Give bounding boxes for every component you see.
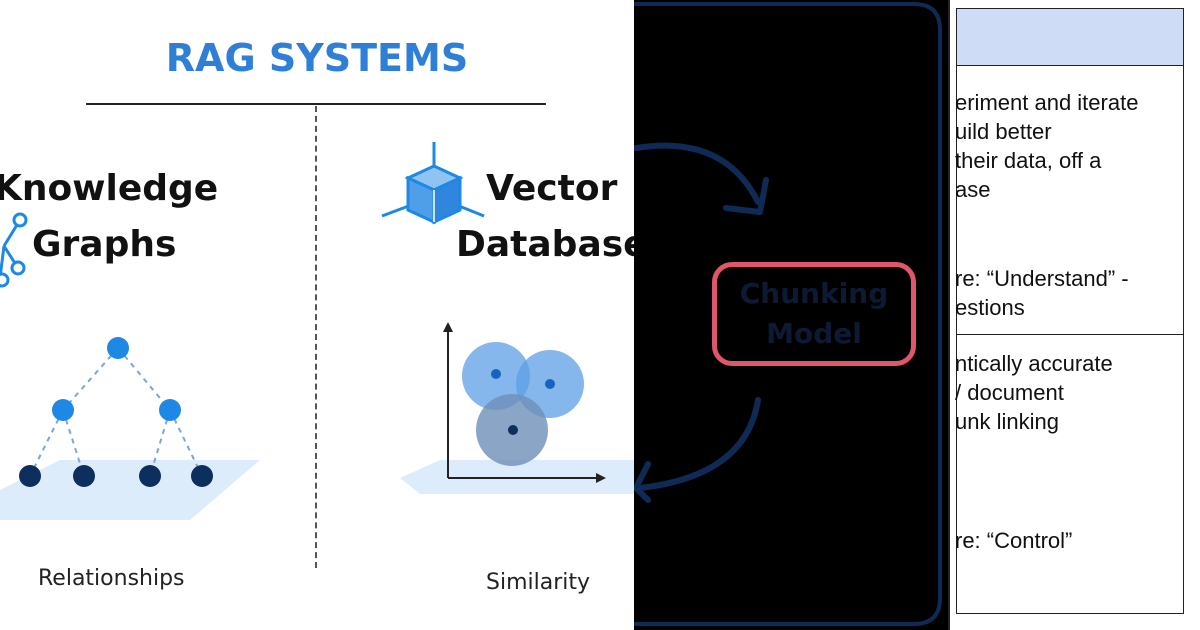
vector-similarity-diagram — [400, 322, 634, 494]
knowledge-graph-icon — [0, 212, 28, 288]
table-cell-text: re: “Understand” - — [955, 266, 1129, 291]
dashed-divider — [315, 106, 317, 568]
tree-diagram — [0, 337, 260, 520]
tree-mid-node — [159, 399, 181, 421]
panel-edge — [948, 0, 950, 630]
knowledge-graphs-heading-line1: Knowledge — [0, 168, 219, 209]
tree-mid-node — [52, 399, 74, 421]
flow-arrow-bottom — [634, 397, 761, 503]
tree-leaf-node — [191, 465, 213, 487]
rag-systems-panel: RAG SYSTEMS Knowledge Graphs Relationshi… — [0, 36, 634, 595]
vector-cube-icon — [381, 142, 485, 225]
tree-leaf-node — [19, 465, 41, 487]
chunking-model-panel: Chunking Model — [634, 0, 948, 630]
table-cell-text: ase — [955, 177, 991, 202]
table-row: eriment and iterate uild better their da… — [955, 66, 1183, 335]
page-title: RAG SYSTEMS — [165, 36, 469, 80]
chunking-model-box: Chunking Model — [712, 262, 916, 366]
table-cell-text: eriment and iterate — [955, 90, 1139, 115]
table-header — [957, 9, 1183, 66]
tree-base-plane — [0, 460, 260, 520]
vector-database-heading-line2: Database — [456, 224, 634, 265]
table-cell-text: their data, off a — [955, 148, 1102, 173]
table-row: ntically accurate / document unk linking… — [955, 335, 1183, 613]
tree-leaf-node — [73, 465, 95, 487]
table-cell-text: uild better — [955, 119, 1052, 144]
chunking-model-label-line2: Model — [766, 317, 862, 350]
vector-point — [545, 379, 555, 389]
table-cell-text: unk linking — [955, 409, 1059, 434]
flow-arrow-top — [634, 142, 769, 215]
comparison-table: eriment and iterate uild better their da… — [955, 8, 1184, 614]
table-cell-text: / document — [955, 380, 1064, 405]
chunking-model-label-line1: Chunking — [739, 277, 889, 310]
tree-root-node — [107, 337, 129, 359]
outer-frame — [634, 2, 942, 626]
knowledge-graphs-heading-line2: Graphs — [32, 224, 177, 265]
title-underline — [86, 103, 546, 105]
knowledge-graphs-caption: Relationships — [38, 566, 185, 591]
vector-point — [491, 369, 501, 379]
table-cell-text: re: “Control” — [955, 528, 1073, 553]
vector-database-caption: Similarity — [486, 570, 591, 595]
table-cell-text: ntically accurate — [955, 351, 1113, 376]
tree-leaf-node — [139, 465, 161, 487]
vector-database-heading-line1: Vector — [486, 168, 618, 209]
table-cell-text: estions — [955, 295, 1025, 320]
document-table-panel: eriment and iterate uild better their da… — [948, 0, 1200, 630]
vector-point — [508, 425, 518, 435]
